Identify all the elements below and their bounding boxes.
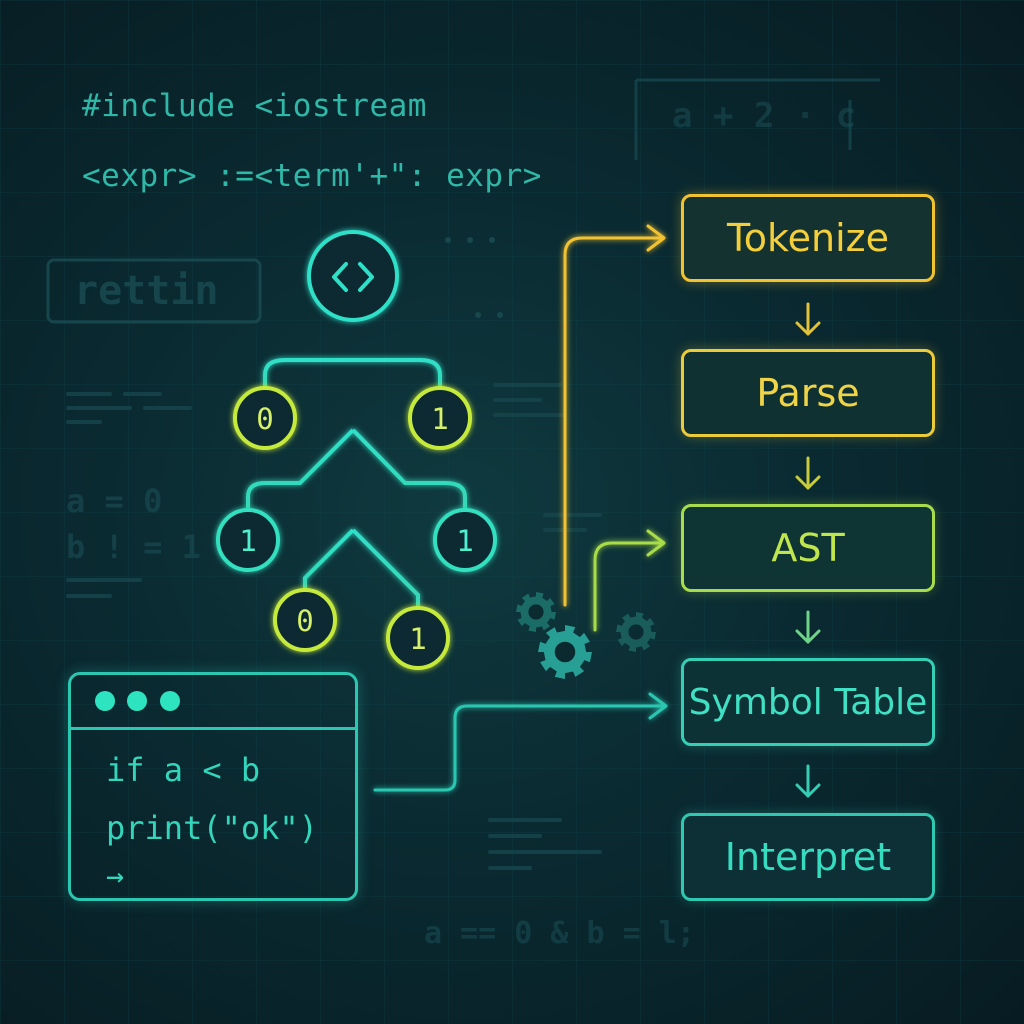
terminal-title-bar [71, 727, 355, 730]
step-symbol-table: Symbol Table [681, 658, 935, 746]
window-dot [160, 691, 180, 711]
tree-node-label: 1 [456, 524, 473, 558]
ghost-dots [445, 237, 503, 318]
ghost-expression: a + 2 · c [672, 96, 857, 136]
tree-node [216, 508, 280, 572]
terminal-prompt: → [106, 859, 125, 894]
ghost-condition: a == 0 & b = l; [424, 916, 695, 951]
window-dot [95, 691, 115, 711]
tree-node [273, 588, 337, 652]
window-dot [127, 691, 147, 711]
step-interpret: Interpret [681, 813, 935, 901]
tree-node-label: 0 [296, 604, 313, 638]
arrow-icon [648, 692, 668, 720]
tree-node [433, 508, 497, 572]
connector-to-ast [593, 541, 664, 632]
step-parse: Parse [681, 349, 935, 437]
arrow-down-icon [795, 610, 821, 644]
ghost-dashes [66, 383, 602, 870]
connector-to-symbol-table [373, 704, 666, 792]
connector-to-tokenize [563, 236, 664, 607]
arrow-down-icon [795, 764, 821, 798]
ghost-assignment-a: a = 0 [66, 482, 163, 520]
arrow-down-icon [795, 456, 821, 490]
tree-node [386, 606, 450, 670]
gear-icon [616, 612, 656, 652]
ghost-box [46, 258, 262, 324]
parse-tree [246, 298, 467, 608]
ghost-assignment-b: b ! = 1 [66, 528, 201, 566]
arrow-down-icon [795, 302, 821, 336]
include-line: #include <iostream [82, 88, 427, 124]
tree-node [408, 386, 472, 450]
terminal-window-icon: if a < b print("ok") → [68, 672, 358, 901]
code-brackets-icon [332, 262, 374, 292]
step-tokenize: Tokenize [681, 194, 935, 282]
step-arrows [795, 302, 821, 798]
grammar-line: <expr> :=<term'+": expr> [82, 158, 542, 194]
tree-node [233, 386, 297, 450]
connectors [373, 224, 668, 792]
terminal-code-line-2: print("ok") [106, 809, 318, 847]
terminal-code-line-1: if a < b [106, 751, 261, 789]
gear-icon [538, 625, 592, 679]
gear-icon [516, 592, 556, 632]
tree-node-label: 1 [431, 402, 448, 436]
arrow-icon [646, 529, 666, 557]
tree-node-label: 1 [409, 622, 426, 656]
tree-node-label: 1 [239, 524, 256, 558]
tree-node-label: 0 [256, 402, 273, 436]
root-node [307, 230, 399, 322]
arrow-icon [646, 224, 666, 252]
gear-icons [516, 592, 656, 679]
ghost-label: rettin [74, 268, 219, 314]
parse-tree-nodes: 0 1 1 1 0 1 [216, 230, 497, 670]
step-ast: AST [681, 504, 935, 592]
